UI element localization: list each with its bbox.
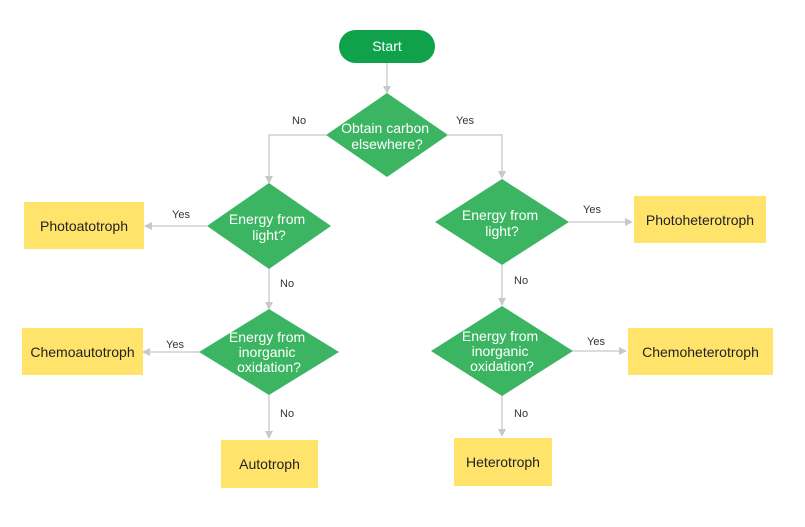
result-heterotroph-label: Heterotroph [466,454,540,470]
result-heterotroph-box [454,438,552,486]
edge-label-inorganic-right-yes: Yes [587,336,605,348]
result-chemoautotroph-box [22,328,143,375]
decision-light-left [207,183,331,269]
edge-label-inorganic-left-yes: Yes [166,339,184,351]
connector-carbon-no [265,134,326,184]
decision-carbon-line-2: elsewhere? [351,136,423,152]
decision-inorganic-right-label: Energy from inorganic oxidation? [462,328,542,374]
result-autotroph-label: Autotroph [239,456,300,472]
decision-carbon [326,93,448,177]
result-chemoheterotroph-label: Chemoheterotroph [642,344,759,360]
start-label: Start [372,38,402,54]
decision-inorganic-left-line-3: oxidation? [237,359,301,375]
edge-label-light-right-no: No [514,275,528,287]
edge-label-light-left-yes: Yes [172,209,190,221]
decision-carbon-label: Obtain carbon elsewhere? [341,120,433,152]
decision-light-right-line-2: light? [485,223,519,239]
edge-label-carbon-yes: Yes [456,115,474,127]
edge-label-inorganic-left-no: No [280,408,294,420]
decision-carbon-line-1: Obtain carbon [341,120,429,136]
result-chemoheterotroph-box [628,328,773,375]
result-autotroph-box [221,440,318,488]
result-photoheterotroph-label: Photoheterotroph [646,212,754,228]
decision-light-right-label: Energy from light? [462,207,542,239]
decision-inorganic-left [199,309,339,395]
result-chemoautotroph-label: Chemoautotroph [30,344,134,360]
decision-light-left-label: Energy from light? [229,211,309,243]
result-photoautotroph-box [24,202,144,249]
result-photoautotroph-label: Photoatotroph [40,218,128,234]
edge-label-light-left-no: No [280,278,294,290]
decision-light-right-line-1: Energy from [462,207,538,223]
decision-inorganic-right-line-3: oxidation? [470,358,534,374]
decision-inorganic-left-line-1: Energy from [229,329,305,345]
result-photoheterotroph-box [634,196,766,243]
edge-label-carbon-no: No [292,115,306,127]
decision-inorganic-right-line-1: Energy from [462,328,538,344]
decision-inorganic-right [431,306,573,396]
edge-label-light-right-yes: Yes [583,204,601,216]
decision-inorganic-left-label: Energy from inorganic oxidation? [229,329,309,375]
decision-inorganic-right-line-2: inorganic [472,343,529,359]
decision-light-right [435,179,569,265]
connector-carbon-yes [448,134,506,179]
decision-light-left-line-2: light? [252,227,286,243]
edge-label-inorganic-right-no: No [514,408,528,420]
start-terminator [339,30,435,63]
decision-light-left-line-1: Energy from [229,211,305,227]
decision-inorganic-left-line-2: inorganic [239,344,296,360]
